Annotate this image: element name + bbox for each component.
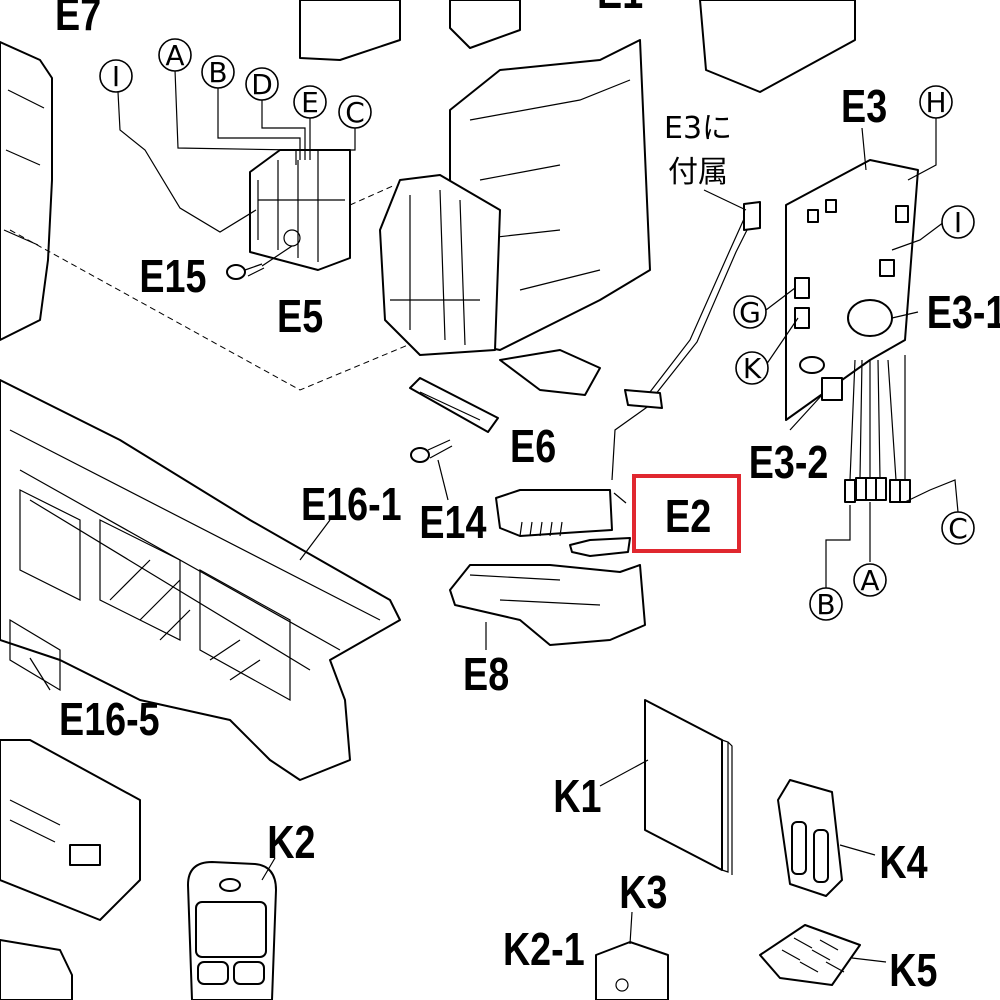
label-e5: E5 xyxy=(277,290,323,341)
lead-i-right xyxy=(891,221,945,251)
connector-i-right: I xyxy=(941,205,975,239)
label-e3-1: E3-1 xyxy=(927,286,1000,337)
svg-text:B: B xyxy=(208,56,227,89)
lead-b-bottom xyxy=(825,505,851,588)
lead-e16-1 xyxy=(299,519,331,561)
connector-e-top: E xyxy=(293,85,327,119)
part-e16-1-frame xyxy=(0,379,401,781)
svg-text:C: C xyxy=(948,512,968,545)
connector-h-right: H xyxy=(919,85,953,119)
label-k2: K2 xyxy=(267,816,315,867)
part-k4-batteries xyxy=(777,779,843,897)
svg-text:H: H xyxy=(925,86,946,119)
label-e3: E3 xyxy=(841,80,887,131)
lead-k3 xyxy=(629,911,633,945)
lead-e3 xyxy=(861,127,867,171)
svg-text:G: G xyxy=(739,296,761,329)
lead-e14 xyxy=(437,459,449,501)
connector-a-top: A xyxy=(158,38,192,72)
wire-bundle-abc xyxy=(844,355,911,503)
part-e2-sensor xyxy=(495,489,631,557)
svg-text:K: K xyxy=(743,352,762,385)
label-k3: K3 xyxy=(619,866,667,917)
lead-e3-1 xyxy=(891,311,919,319)
part-display-panel xyxy=(0,739,141,1000)
label-k1: K1 xyxy=(553,770,601,821)
lead-note-e3 xyxy=(703,189,747,211)
screw-e15-icon xyxy=(226,263,265,280)
lead-e2 xyxy=(613,492,627,504)
svg-text:A: A xyxy=(860,564,879,597)
svg-text:I: I xyxy=(954,206,962,239)
lead-d-top xyxy=(261,100,306,160)
label-e15: E15 xyxy=(139,250,206,301)
svg-text:I: I xyxy=(112,60,120,93)
harness-e3 xyxy=(649,209,749,393)
label-k4: K4 xyxy=(879,836,928,887)
lead-h-right xyxy=(907,118,937,181)
part-k1-manual xyxy=(644,699,733,875)
lead-k4 xyxy=(839,844,876,856)
connector-c-top: C xyxy=(338,95,372,129)
part-e8-cover xyxy=(449,564,646,646)
label-e6: E6 xyxy=(510,420,556,471)
svg-text:E: E xyxy=(301,86,319,119)
connector-k: K xyxy=(735,351,769,385)
part-e5-terminal-block xyxy=(249,149,351,271)
lead-c-top xyxy=(317,112,356,162)
label-e1: E1 xyxy=(597,0,643,18)
highlight-e2-box xyxy=(632,474,741,553)
label-e3-2: E3-2 xyxy=(749,436,829,487)
svg-text:D: D xyxy=(251,68,273,101)
wire-e2-harness xyxy=(611,404,651,481)
label-k2-1: K2-1 xyxy=(503,923,585,974)
lead-e15 xyxy=(261,245,293,267)
svg-text:A: A xyxy=(165,39,184,72)
part-e6-bracket xyxy=(409,377,499,433)
lead-k1 xyxy=(599,759,649,787)
assembly-line-2 xyxy=(349,184,396,206)
lead-a-top xyxy=(174,69,297,165)
wire-i-left xyxy=(117,91,257,233)
screw-e14-icon xyxy=(410,439,453,463)
label-k5: K5 xyxy=(889,944,937,995)
part-e7-front-panel xyxy=(0,41,53,341)
lead-k2 xyxy=(261,857,276,881)
part-e1-control-box xyxy=(379,39,651,396)
connector-a-bottom: A xyxy=(853,563,887,597)
connector-b-bottom: B xyxy=(809,587,843,621)
note-line-1: E3に xyxy=(664,111,732,146)
lead-e16-5 xyxy=(29,657,51,691)
part-k2-remote-control xyxy=(187,861,277,1000)
connector-g: G xyxy=(733,295,767,329)
part-e1-top-cover xyxy=(299,0,856,93)
lead-b-top xyxy=(217,88,301,160)
label-e7: E7 xyxy=(55,0,101,40)
lead-e3-2 xyxy=(789,394,823,431)
assembly-line-1 xyxy=(9,229,421,391)
label-e16-5: E16-5 xyxy=(59,693,160,744)
connector-b-top: B xyxy=(201,55,235,89)
connector-c-bottom: C xyxy=(941,511,975,545)
lead-k xyxy=(765,317,799,366)
lead-k5 xyxy=(851,957,887,963)
connector-d-top: D xyxy=(245,67,279,101)
label-e16-1: E16-1 xyxy=(301,478,402,529)
lead-g xyxy=(765,287,796,311)
part-e3-circuit-board xyxy=(785,159,919,421)
label-e14: E14 xyxy=(419,496,487,547)
svg-text:B: B xyxy=(816,588,835,621)
part-k5-screws xyxy=(759,924,861,986)
part-k3-holder xyxy=(595,941,669,1000)
note-line-2: 付属 xyxy=(668,155,728,190)
svg-text:C: C xyxy=(345,96,365,129)
harness-connector xyxy=(624,389,663,409)
lead-c-bottom xyxy=(904,479,959,513)
label-e2: E2 xyxy=(665,490,711,541)
connector-i-left: I xyxy=(99,59,133,93)
label-e8: E8 xyxy=(463,648,509,699)
